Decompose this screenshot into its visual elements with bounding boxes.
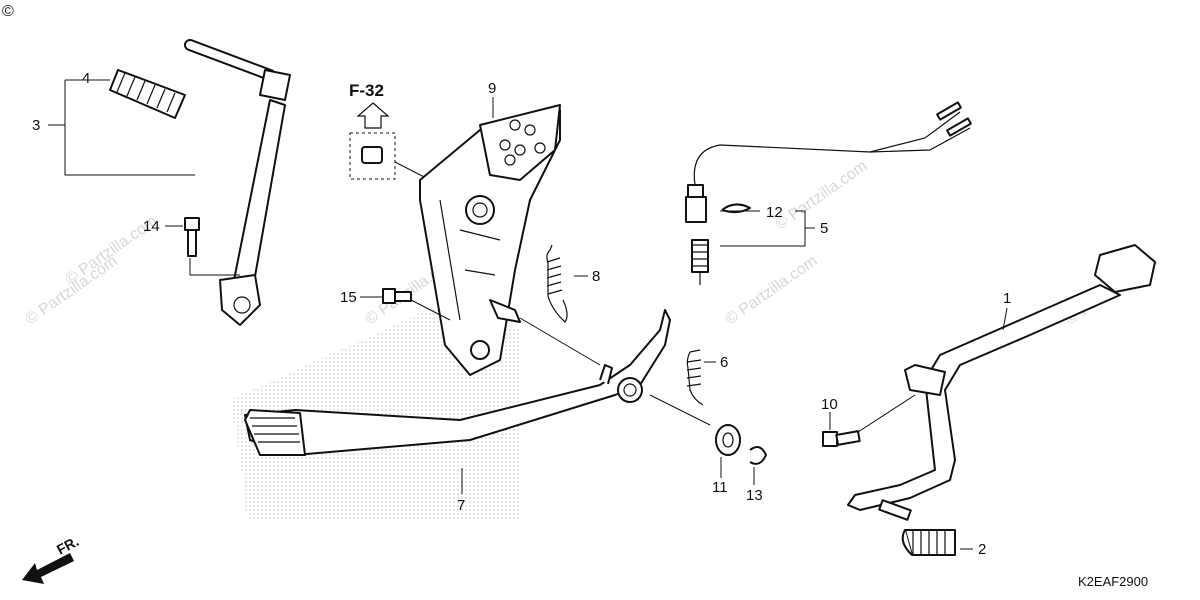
bolt-10 xyxy=(822,394,916,447)
callout-3: 3 xyxy=(32,117,40,134)
stop-switch xyxy=(685,101,972,285)
clip-13 xyxy=(749,445,767,465)
reference-box xyxy=(349,132,396,180)
callout-15: 15 xyxy=(340,289,357,306)
diagram-code: K2EAF2900 xyxy=(1078,574,1148,589)
reference-f32: F-32 xyxy=(349,81,431,181)
brand-watermark: HONDA xyxy=(230,300,520,527)
kick-starter-arm xyxy=(184,39,291,326)
spring-6 xyxy=(686,349,704,406)
copyright-mark: © xyxy=(2,3,14,20)
direction-label: FR. xyxy=(54,533,81,558)
callout-12: 12 xyxy=(766,204,783,221)
callout-8: 8 xyxy=(592,268,600,285)
footpeg-bracket xyxy=(419,104,561,376)
partzilla-watermark: © Partzilla.com xyxy=(723,253,821,329)
bolt-14 xyxy=(184,217,240,276)
callout-6: 6 xyxy=(720,354,728,371)
clip-12 xyxy=(721,203,751,214)
callout-13: 13 xyxy=(746,487,763,504)
callout-10: 10 xyxy=(821,396,838,413)
callout-9: 9 xyxy=(488,80,496,97)
bolt-15 xyxy=(382,288,451,321)
washer-11 xyxy=(715,424,741,456)
front-arrow-icon xyxy=(22,553,74,584)
callout-7: 7 xyxy=(457,497,465,514)
brake-pedal xyxy=(244,309,711,456)
callout-2: 2 xyxy=(978,541,986,558)
shift-pedal xyxy=(847,244,1156,521)
callout-5: 5 xyxy=(820,220,828,237)
shift-rubber xyxy=(901,529,956,556)
callout-1: 1 xyxy=(1003,290,1011,307)
nut-icon xyxy=(361,146,383,164)
front-direction-indicator: FR. xyxy=(22,533,81,584)
honda-watermark-text: HONDA xyxy=(240,449,497,527)
up-arrow-icon xyxy=(356,102,390,129)
callout-11: 11 xyxy=(712,479,728,496)
reference-label: F-32 xyxy=(349,81,384,100)
callout-14: 14 xyxy=(143,218,160,235)
spring-8 xyxy=(546,244,568,323)
kick-rubber xyxy=(109,69,186,119)
callout-4: 4 xyxy=(82,70,90,87)
